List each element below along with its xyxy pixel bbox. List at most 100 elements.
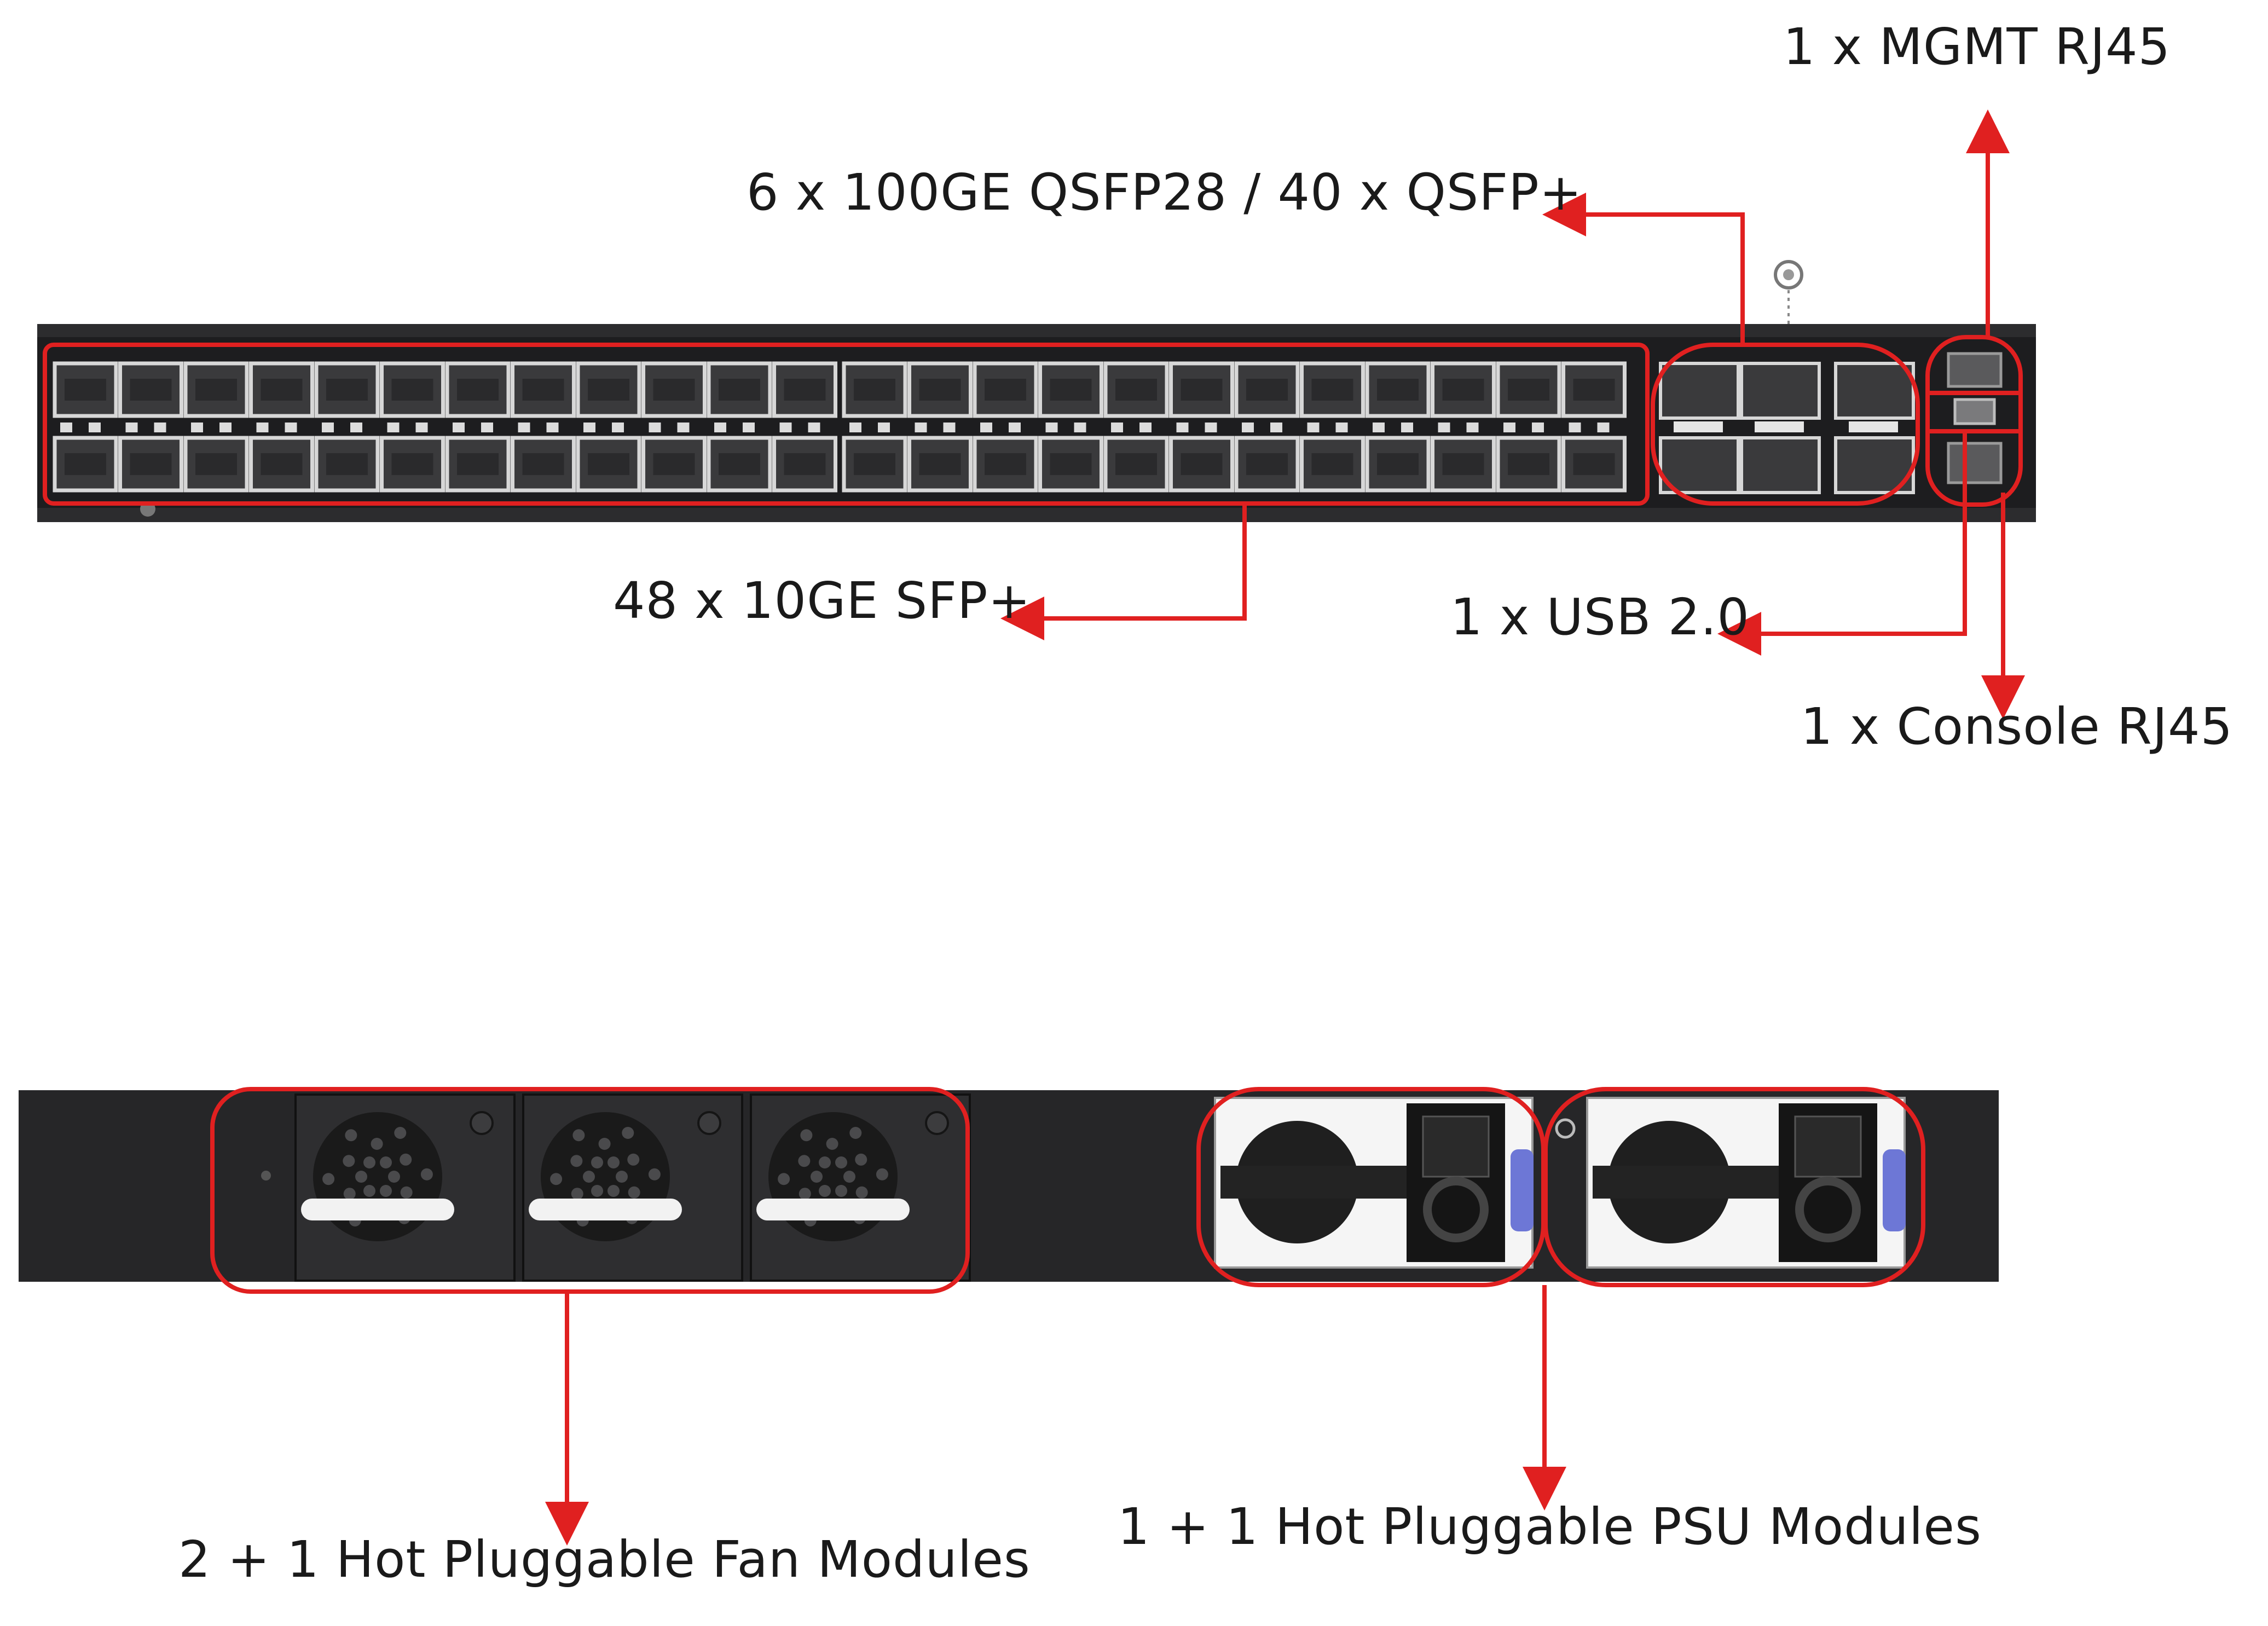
sfp-led-icon: [1503, 423, 1515, 432]
sfp-port-inner: [1377, 379, 1419, 401]
fan-hole: [420, 1168, 433, 1181]
sfp-port-inner: [854, 453, 895, 475]
sfp-led-icon: [779, 423, 792, 432]
fan-hole: [622, 1127, 634, 1139]
qsfp-port-block: [1659, 362, 1915, 494]
sfp-led-icon: [1569, 423, 1581, 432]
sfp-led-icon: [1242, 423, 1254, 432]
sfp-arrow: [1000, 504, 1247, 640]
psu-handle: [1511, 1149, 1534, 1231]
sfp-led-icon: [1205, 423, 1217, 432]
fan-hole: [380, 1184, 392, 1197]
usb-label: 1 x USB 2.0: [1450, 588, 1750, 646]
fan-hole: [876, 1168, 888, 1181]
sfp-led-icon: [1307, 423, 1320, 432]
sfp-port-inner: [195, 453, 237, 475]
sfp-led-icon: [1176, 423, 1189, 432]
sfp-led-icon: [915, 423, 927, 432]
sfp-port-inner: [522, 379, 564, 401]
sfp-label: 48 x 10GE SFP+: [613, 571, 1031, 630]
qsfp-port: [1740, 436, 1821, 494]
sfp-port-inner: [1181, 453, 1223, 475]
fan-hole: [572, 1129, 585, 1142]
psu-latch-icon: [1795, 1177, 1861, 1242]
sfp-led-icon: [1045, 423, 1058, 432]
fan-hole: [550, 1173, 563, 1185]
fan-hole: [583, 1171, 595, 1183]
front-vent-strip-top: [37, 324, 2036, 337]
ground-screw-center-icon: [1783, 269, 1794, 280]
fan-hole: [591, 1156, 603, 1169]
sfp-led-icon: [808, 423, 820, 432]
sfp-led-icon: [583, 423, 595, 432]
psu-label: 1 + 1 Hot Pluggable PSU Modules: [1118, 1497, 1982, 1556]
sfp-port-block: [53, 361, 1627, 493]
sfp-led-icon: [649, 423, 661, 432]
sfp-port-inner: [1377, 453, 1419, 475]
sfp-port-inner: [1311, 379, 1353, 401]
sfp-port-inner: [130, 379, 172, 401]
sfp-led-icon: [1139, 423, 1152, 432]
qsfp-label-strip: [1849, 421, 1898, 432]
sfp-port-inner: [1311, 453, 1353, 475]
sfp-port-inner: [326, 379, 368, 401]
sfp-led-icon: [387, 423, 400, 432]
sfp-port-inner: [65, 379, 106, 401]
fan-handle: [756, 1199, 910, 1220]
power-inlet-icon: [1422, 1115, 1490, 1178]
psu-handle: [1883, 1149, 1906, 1231]
qsfp-port: [1740, 362, 1821, 420]
sfp-port-inner: [919, 453, 961, 475]
sfp-port-inner: [985, 453, 1026, 475]
sfp-port-inner: [919, 379, 961, 401]
fan-module-block: [294, 1093, 971, 1282]
sfp-led-icon: [1466, 423, 1479, 432]
sfp-led-icon: [219, 423, 232, 432]
fan-hole: [388, 1171, 400, 1183]
console-label: 1 x Console RJ45: [1801, 697, 2234, 756]
sfp-port-inner: [391, 453, 433, 475]
sfp-port-inner: [854, 379, 895, 401]
fan-hole: [800, 1129, 813, 1142]
sfp-port-inner: [588, 453, 629, 475]
fan-hole: [778, 1173, 790, 1185]
sfp-port-inner: [1181, 379, 1223, 401]
sfp-port-inner: [1442, 453, 1484, 475]
sfp-port-inner: [1050, 379, 1092, 401]
fan-hole: [849, 1127, 862, 1139]
sfp-highlight: [43, 343, 1650, 506]
mgmt-port: [1947, 352, 2003, 388]
power-inlet-icon: [1794, 1115, 1862, 1178]
sfp-led-icon: [1373, 423, 1385, 432]
sfp-led-icon: [1074, 423, 1086, 432]
fan-hole: [571, 1188, 583, 1200]
fan-hole: [608, 1156, 620, 1169]
qsfp-port: [1659, 436, 1740, 494]
front-panel: [37, 260, 2036, 522]
sfp-led-icon: [322, 423, 334, 432]
sfp-port-inner: [1246, 379, 1288, 401]
sfp-port-inner: [1573, 379, 1615, 401]
fan-thumbscrew-icon: [697, 1111, 721, 1135]
fan-hole: [363, 1156, 375, 1169]
sfp-led-icon: [481, 423, 493, 432]
sfp-port-inner: [1508, 453, 1549, 475]
sfp-port-inner: [784, 453, 826, 475]
sfp-led-icon: [89, 423, 101, 432]
sfp-led-icon: [125, 423, 138, 432]
rj45-port-block: [1947, 352, 2003, 484]
sfp-port-inner: [784, 379, 826, 401]
fan-hole: [798, 1155, 811, 1167]
sfp-led-icon: [154, 423, 166, 432]
sfp-port-inner: [195, 379, 237, 401]
sfp-led-icon: [714, 423, 726, 432]
sfp-led-icon: [980, 423, 992, 432]
ground-screw-icon: [1774, 260, 1803, 290]
qsfp-label-strip: [1755, 421, 1804, 432]
sfp-port-inner: [653, 453, 695, 475]
fans-highlight: [210, 1087, 970, 1294]
sfp-led-icon: [743, 423, 755, 432]
fan-hole: [811, 1171, 823, 1183]
